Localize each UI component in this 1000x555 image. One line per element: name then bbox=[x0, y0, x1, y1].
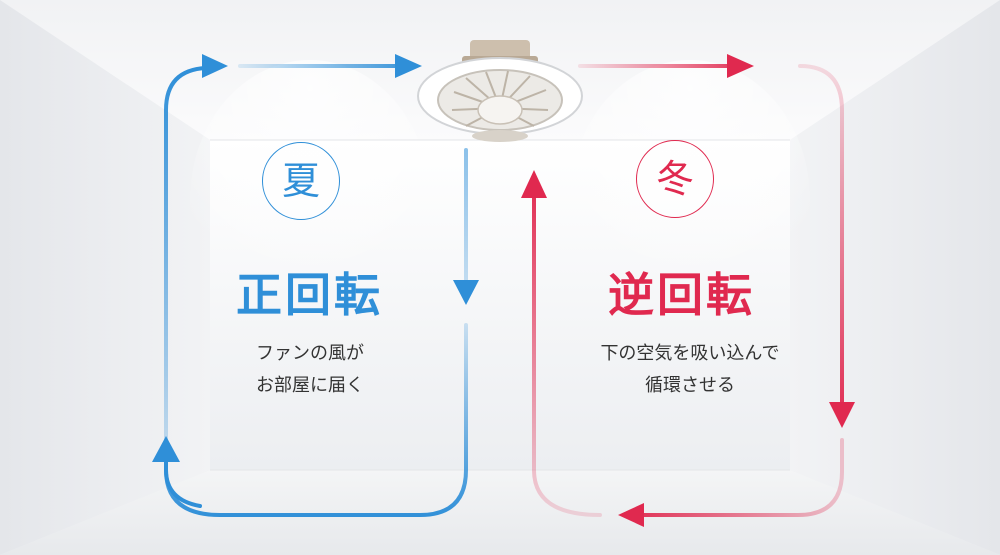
winter-description-line: 循環させる bbox=[645, 375, 735, 396]
summer-season-badge: 夏 bbox=[262, 142, 340, 220]
winter-description-line: 下の空気を吸い込んで bbox=[600, 343, 780, 364]
summer-description-line: ファンの風が bbox=[256, 343, 364, 364]
winter-airflow-arrows bbox=[521, 54, 855, 527]
winter-description: 下の空気を吸い込んで 循環させる bbox=[570, 338, 810, 402]
ceiling-fan-icon bbox=[417, 40, 583, 142]
summer-description-line: お部屋に届く bbox=[256, 375, 364, 396]
summer-mode-title: 正回転 bbox=[236, 268, 383, 322]
summer-airflow-arrows bbox=[152, 54, 479, 517]
summer-season-label: 夏 bbox=[281, 159, 320, 203]
winter-season-badge: 冬 bbox=[636, 140, 714, 218]
winter-season-label: 冬 bbox=[655, 157, 694, 201]
summer-description: ファンの風が お部屋に届く bbox=[215, 338, 405, 402]
winter-mode-title: 逆回転 bbox=[608, 268, 755, 322]
